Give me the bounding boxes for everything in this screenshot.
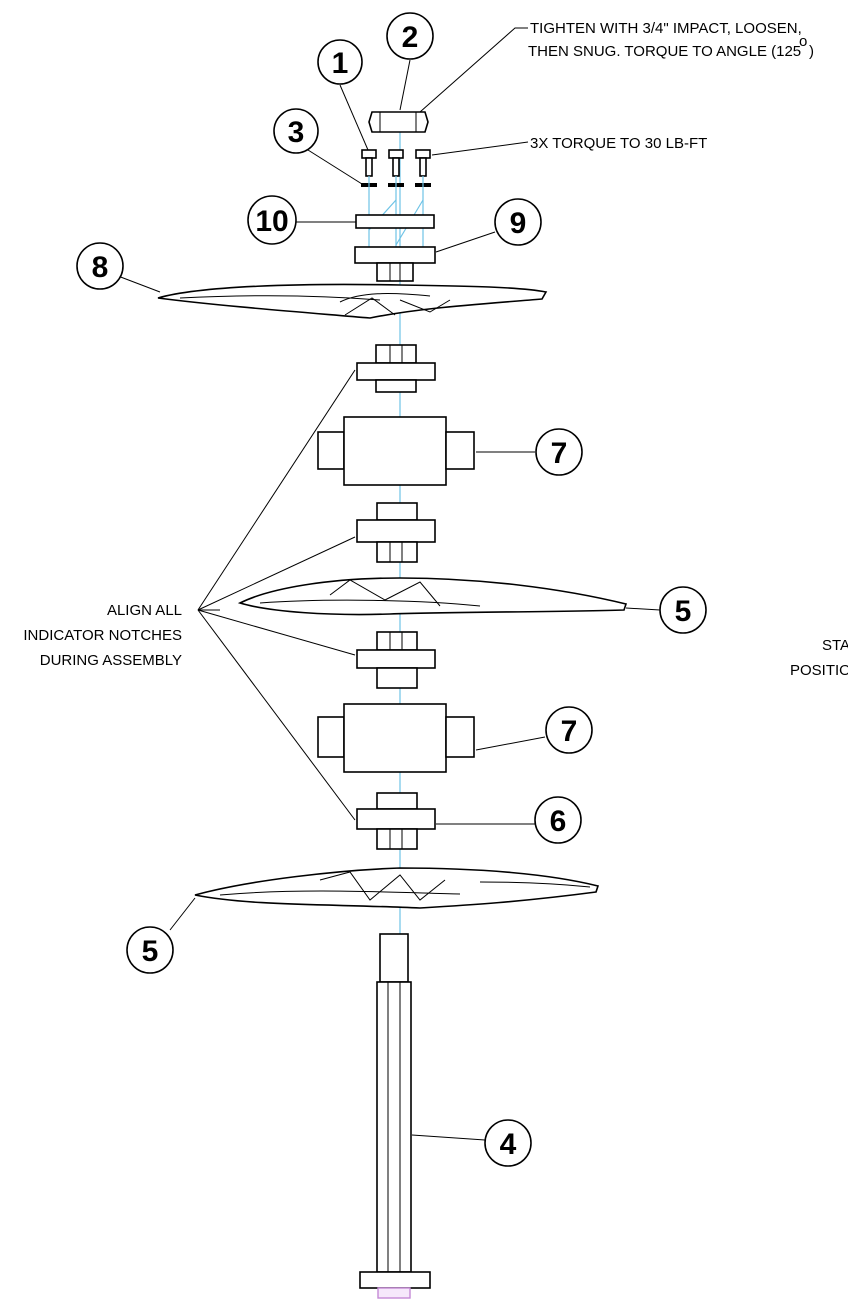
svg-text:6: 6 [550,805,567,838]
svg-text:POSITIO: POSITIO [790,662,848,679]
callout-2: 2 [386,12,434,60]
svg-text:STA: STA [822,637,848,654]
spacer-upper-1 [356,344,436,393]
svg-text:7: 7 [551,437,568,470]
callout-1: 1 [317,39,363,85]
svg-text:2: 2 [402,21,419,54]
plate-part-10 [355,214,435,229]
note-nut-torque: TIGHTEN WITH 3/4" IMPACT, LOOSEN, THEN S… [528,20,814,60]
svg-text:DURING ASSEMBLY: DURING ASSEMBLY [40,652,182,669]
spacer-middle-1 [356,502,436,563]
svg-text:5: 5 [675,595,692,628]
svg-text:): ) [809,43,814,60]
svg-text:o: o [799,33,807,50]
note-bolt-torque: 3X TORQUE TO 30 LB-FT [530,135,707,152]
svg-text:TIGHTEN WITH 3/4" IMPACT, LOOS: TIGHTEN WITH 3/4" IMPACT, LOOSEN, [530,20,802,37]
nut-part-2 [368,111,429,133]
svg-text:1: 1 [332,47,349,80]
svg-text:5: 5 [142,935,159,968]
callout-5-lower: 5 [126,926,174,974]
callout-7-upper: 7 [535,428,583,476]
blade-part-5-lower [194,867,600,909]
svg-text:ALIGN ALL: ALIGN ALL [107,602,182,619]
callout-5-middle: 5 [659,586,707,634]
note-align-notches: ALIGN ALL INDICATOR NOTCHES DURING ASSEM… [23,602,182,669]
bearing-part-7-lower [317,703,475,773]
callout-4: 4 [484,1119,532,1167]
svg-text:3: 3 [288,116,305,149]
svg-text:10: 10 [255,205,288,238]
blade-part-5-middle [237,577,628,616]
spacer-middle-2 [356,631,436,689]
hub-part-9 [354,246,436,282]
svg-text:3X TORQUE TO 30 LB-FT: 3X TORQUE TO 30 LB-FT [530,135,707,152]
note-cut-off-right: STA POSITIO [790,637,848,679]
svg-text:9: 9 [510,207,527,240]
svg-text:THEN SNUG. TORQUE TO ANGLE (1: THEN SNUG. TORQUE TO ANGLE (125 [528,43,801,60]
callout-7-lower: 7 [545,706,593,754]
bearing-part-7-upper [317,416,475,486]
callout-10: 10 [247,195,297,245]
svg-text:INDICATOR NOTCHES: INDICATOR NOTCHES [23,627,182,644]
blade-part-8 [157,283,548,319]
leader-lines [117,27,661,1141]
shaft-part-4 [359,933,431,1299]
spacer-part-6 [356,792,436,850]
svg-text:4: 4 [500,1128,517,1161]
svg-text:7: 7 [561,715,578,748]
bolts-part-1 [361,149,431,177]
callout-9: 9 [494,198,542,246]
callout-3: 3 [273,108,319,154]
svg-text:8: 8 [92,251,109,284]
callout-8: 8 [76,242,124,290]
callout-6: 6 [534,796,582,844]
